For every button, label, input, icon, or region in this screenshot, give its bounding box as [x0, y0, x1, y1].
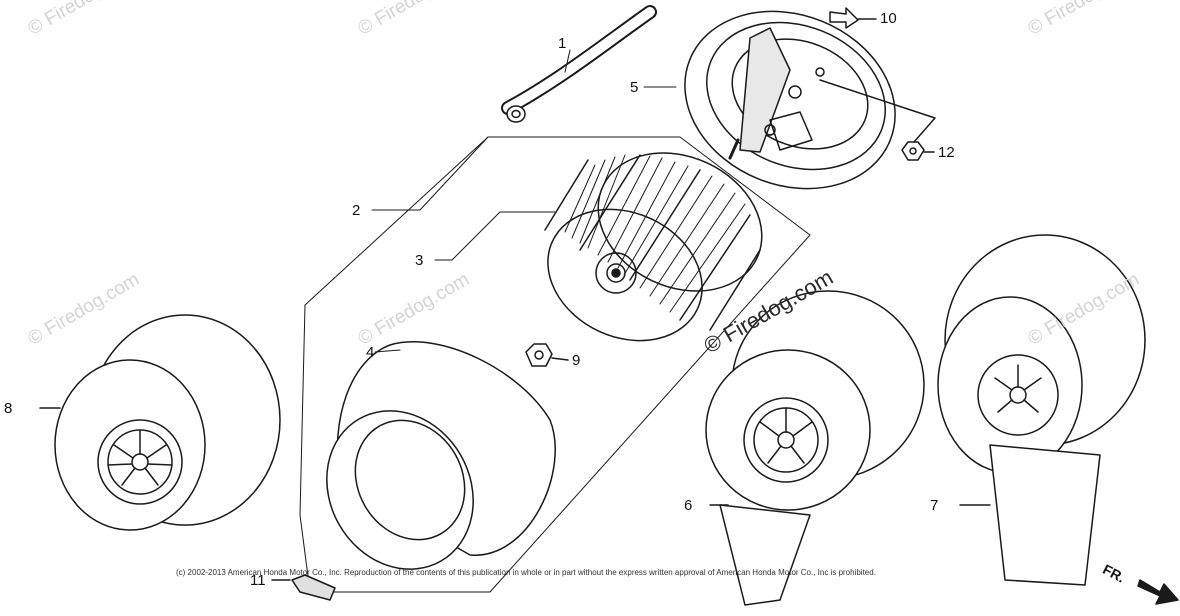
- callout-6: 6: [684, 497, 693, 514]
- callout-4: 4: [366, 344, 375, 361]
- filter-element-part-3: [544, 152, 763, 342]
- callout-2: 2: [352, 202, 361, 219]
- tube-part-1: [501, 5, 657, 123]
- clip-part-11: [271, 574, 336, 601]
- callout-1: 1: [558, 35, 567, 52]
- cover-duct-part-6: [705, 290, 925, 606]
- callout-5: 5: [630, 79, 639, 96]
- callout-9: 9: [572, 352, 581, 369]
- front-direction-arrow-icon: [1137, 579, 1179, 605]
- copyright-notice: (c) 2002-2013 American Honda Motor Co., …: [176, 568, 876, 577]
- callout-8: 8: [4, 400, 13, 417]
- callout-7: 7: [930, 497, 939, 514]
- callout-3: 3: [415, 252, 424, 269]
- nut-part-12: [819, 79, 936, 161]
- callout-10: 10: [880, 10, 897, 27]
- assembly-outline-part-2: [299, 136, 811, 593]
- cover-part-8: [39, 314, 281, 531]
- nut-part-9: [525, 343, 569, 367]
- foam-sleeve-part-4: [326, 341, 556, 570]
- callout-12: 12: [938, 144, 955, 161]
- cover-duct-part-7: [937, 234, 1146, 586]
- cover-plate-part-5: [684, 10, 896, 190]
- callout-11: 11: [250, 572, 266, 589]
- arrow-part-10: [829, 7, 877, 29]
